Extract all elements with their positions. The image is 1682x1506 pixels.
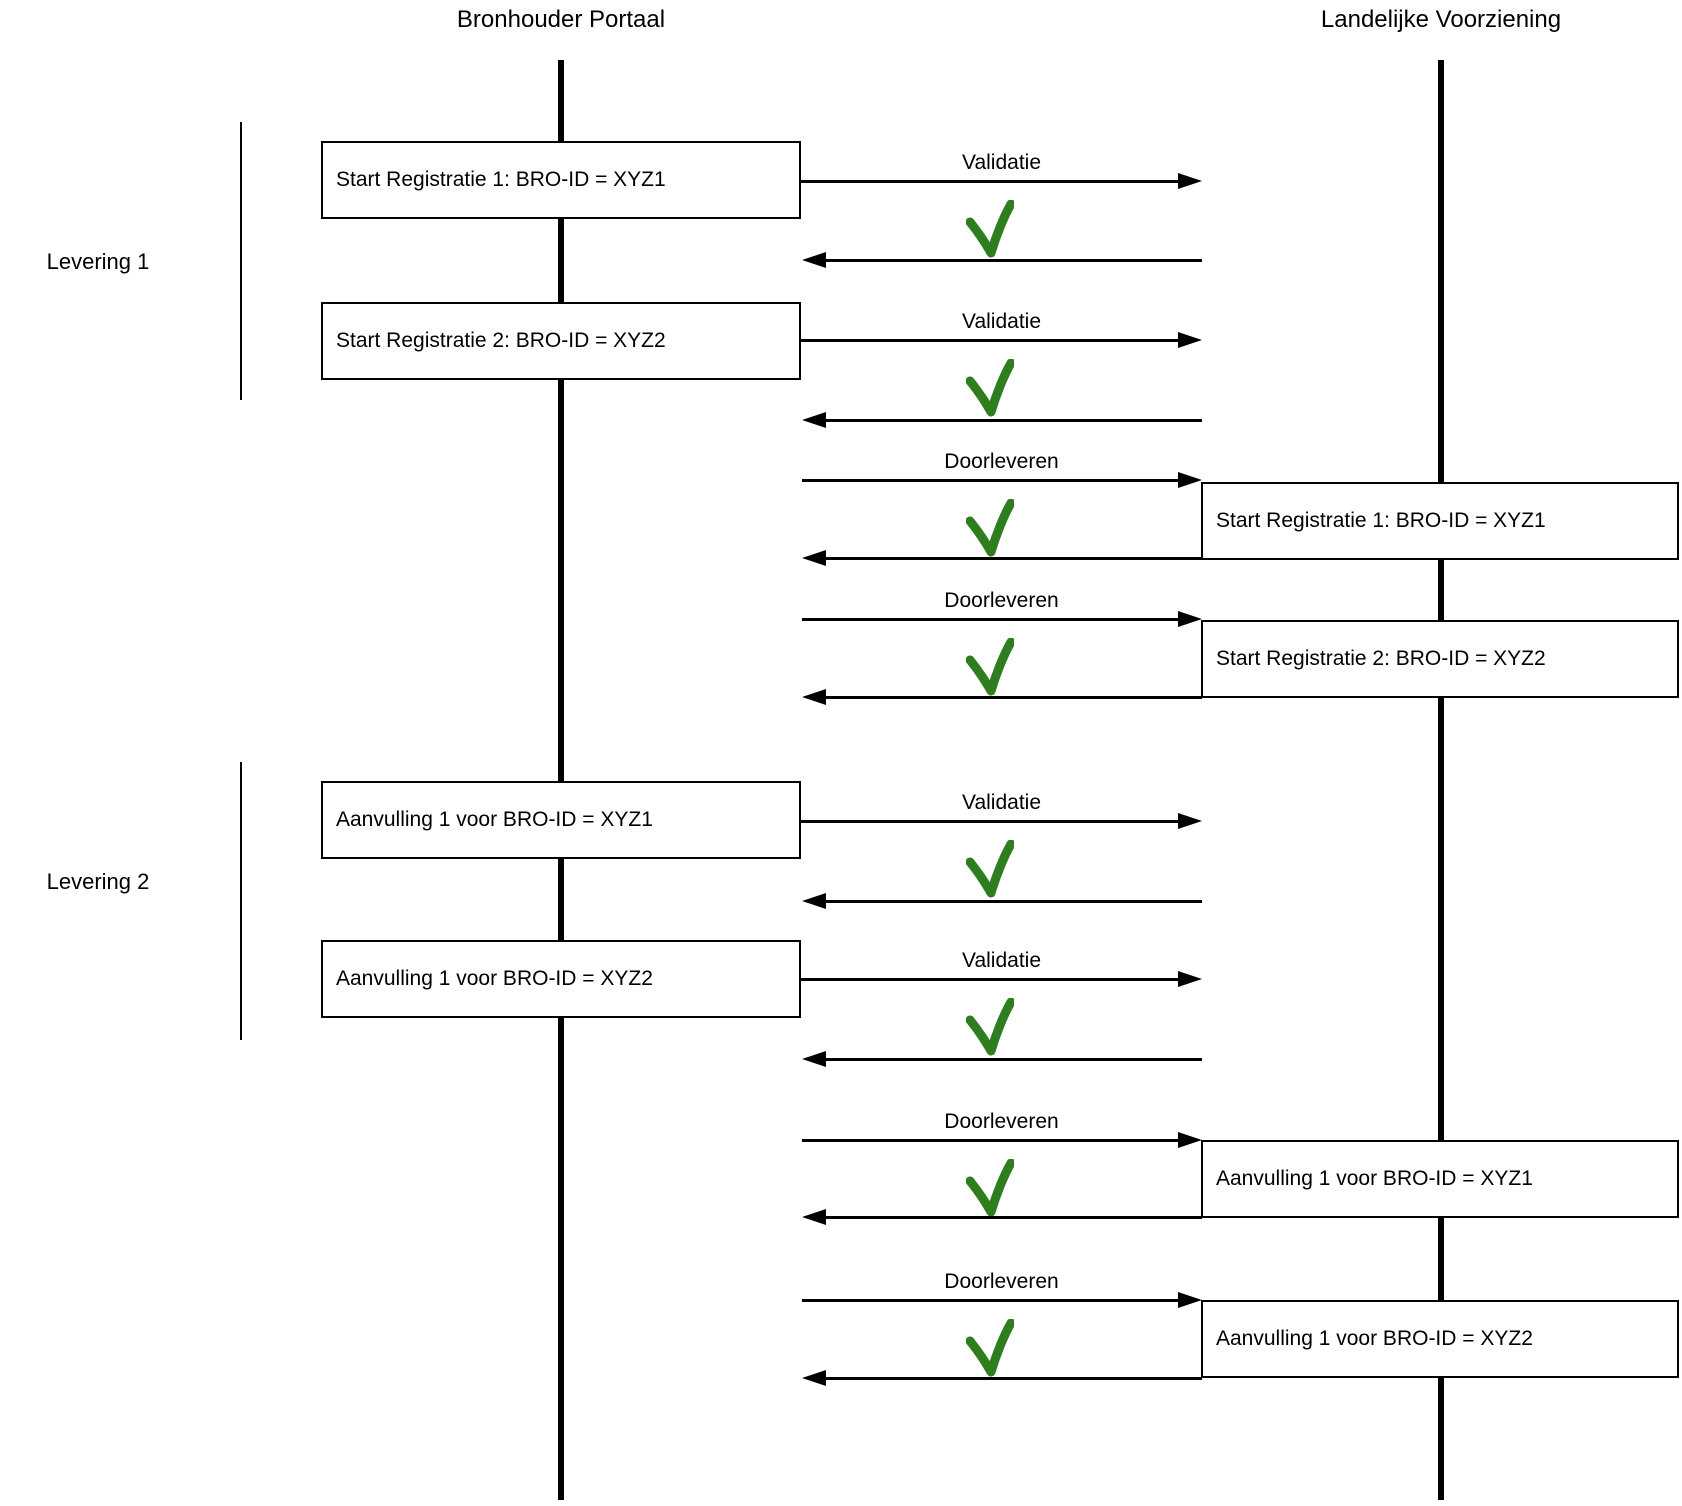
response-arrow [802,892,1202,910]
success-check-icon [966,359,1014,417]
response-arrow [802,251,1202,269]
success-check-icon [966,1159,1014,1217]
request-arrow [801,331,1202,349]
arrow-label: Validatie [962,310,1041,333]
portal-box-label: Aanvulling 1 voor BRO-ID = XYZ1 [336,808,653,831]
portal-box-aanvulling-xyz2: Aanvulling 1 voor BRO-ID = XYZ2 [321,940,801,1018]
group-label-levering-2: Levering 2 [46,869,150,894]
arrow-label: Validatie [962,791,1041,814]
portal-box-start-registratie-2: Start Registratie 2: BRO-ID = XYZ2 [321,302,801,380]
arrow-label: Doorleveren [944,1270,1059,1293]
lifeline-landelijke-voorziening [1438,60,1444,1500]
request-arrow [802,1131,1202,1149]
lv-box-label: Aanvulling 1 voor BRO-ID = XYZ2 [1216,1327,1533,1350]
response-arrow [802,1208,1202,1226]
arrow-label: Doorleveren [944,589,1059,612]
request-arrow [802,1291,1202,1309]
arrow-label: Validatie [962,151,1041,174]
lv-box-label: Aanvulling 1 voor BRO-ID = XYZ1 [1216,1167,1533,1190]
portal-box-start-registratie-1: Start Registratie 1: BRO-ID = XYZ1 [321,141,801,219]
success-check-icon [966,638,1014,696]
lv-box-start-registratie-1: Start Registratie 1: BRO-ID = XYZ1 [1201,482,1679,560]
group-bracket-levering-1 [240,122,242,400]
arrow-label: Doorleveren [944,450,1059,473]
request-arrow [802,610,1202,628]
arrow-label: Doorleveren [944,1110,1059,1133]
portal-box-label: Start Registratie 1: BRO-ID = XYZ1 [336,168,666,191]
response-arrow [802,1369,1202,1387]
lv-box-label: Start Registratie 2: BRO-ID = XYZ2 [1216,647,1546,670]
actor-title-bronhouder-portaal: Bronhouder Portaal [456,6,666,33]
success-check-icon [966,499,1014,557]
lv-box-aanvulling-xyz1: Aanvulling 1 voor BRO-ID = XYZ1 [1201,1140,1679,1218]
success-check-icon [966,1319,1014,1377]
request-arrow [801,970,1202,988]
success-check-icon [966,200,1014,258]
group-label-levering-1: Levering 1 [46,249,150,274]
success-check-icon [966,840,1014,898]
portal-box-label: Aanvulling 1 voor BRO-ID = XYZ2 [336,967,653,990]
request-arrow [801,172,1202,190]
lv-box-start-registratie-2: Start Registratie 2: BRO-ID = XYZ2 [1201,620,1679,698]
response-arrow [802,411,1202,429]
arrow-label: Validatie [962,949,1041,972]
portal-box-aanvulling-xyz1: Aanvulling 1 voor BRO-ID = XYZ1 [321,781,801,859]
request-arrow [801,812,1202,830]
lv-box-aanvulling-xyz2: Aanvulling 1 voor BRO-ID = XYZ2 [1201,1300,1679,1378]
response-arrow [802,549,1202,567]
lifeline-bronhouder-portaal [558,60,564,1500]
response-arrow [802,688,1202,706]
portal-box-label: Start Registratie 2: BRO-ID = XYZ2 [336,329,666,352]
request-arrow [802,471,1202,489]
lv-box-label: Start Registratie 1: BRO-ID = XYZ1 [1216,509,1546,532]
group-bracket-levering-2 [240,762,242,1040]
actor-title-landelijke-voorziening: Landelijke Voorziening [1320,6,1562,33]
response-arrow [802,1050,1202,1068]
success-check-icon [966,998,1014,1056]
